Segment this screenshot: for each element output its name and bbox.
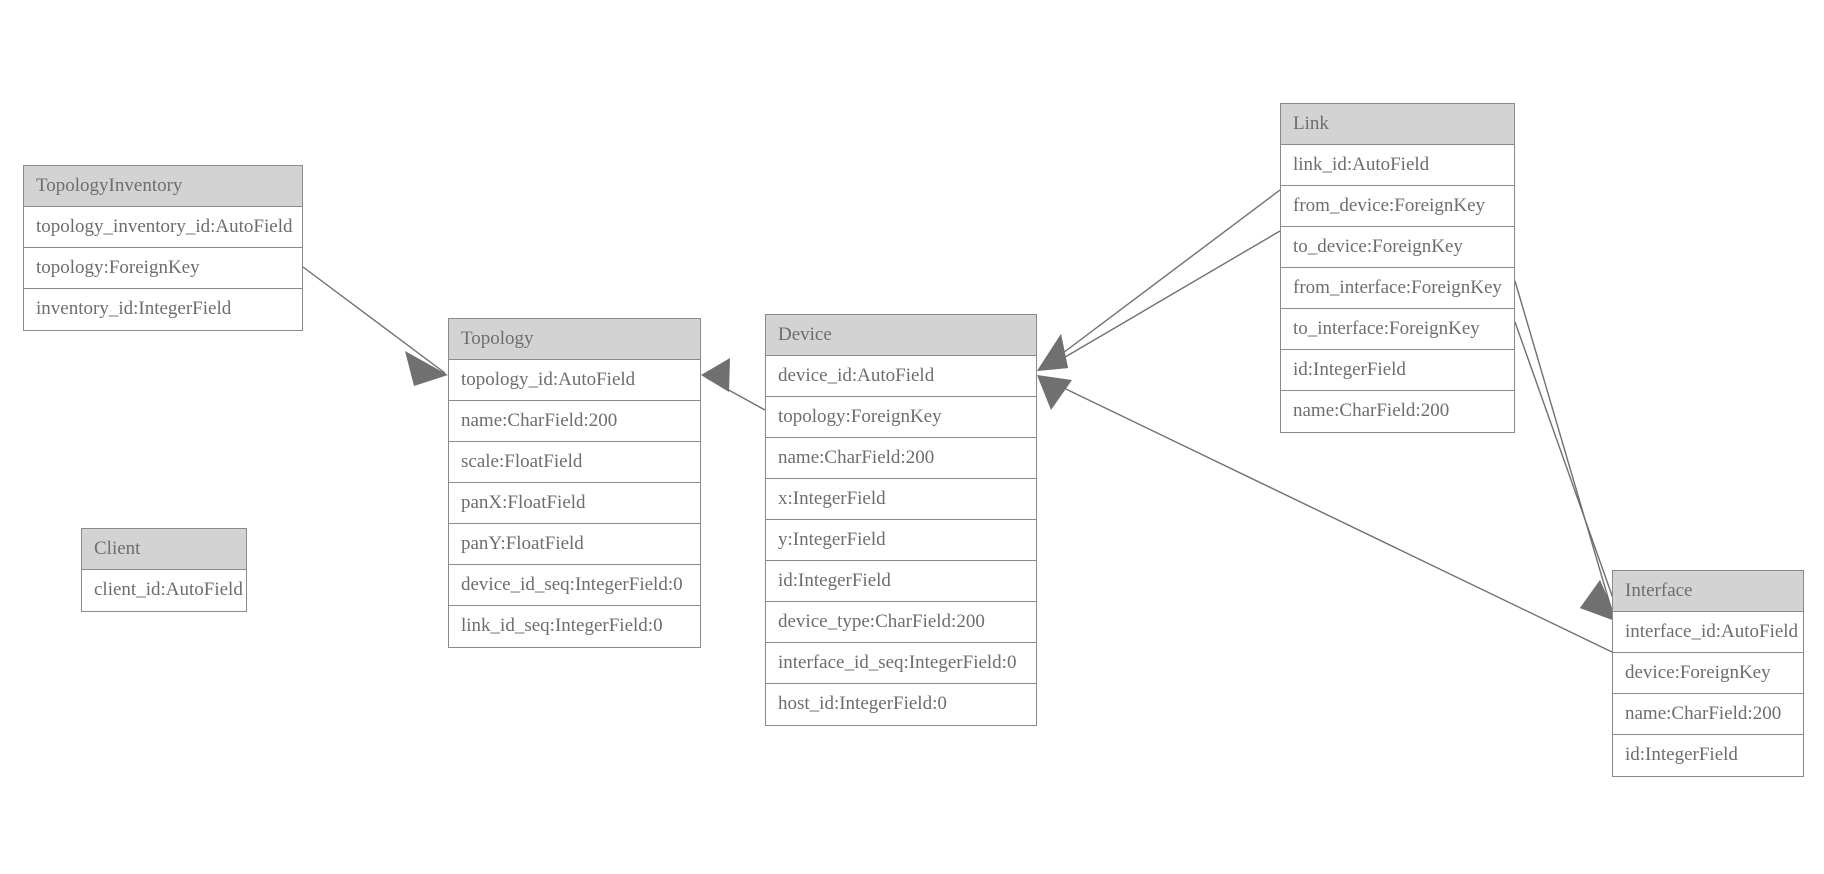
- entity-title-link: Link: [1281, 104, 1514, 145]
- relationship-edge: [1037, 189, 1281, 371]
- entity-field: name:CharField:200: [449, 401, 700, 442]
- arrowhead-icon: [405, 351, 448, 386]
- entity-field: topology:ForeignKey: [766, 397, 1036, 438]
- entity-field: x:IntegerField: [766, 479, 1036, 520]
- entity-title-topology: Topology: [449, 319, 700, 360]
- entity-field: from_device:ForeignKey: [1281, 186, 1514, 227]
- entity-field: id:IntegerField: [1281, 350, 1514, 391]
- entity-field-list: client_id:AutoField: [82, 570, 246, 611]
- entity-field: inventory_id:IntegerField: [36, 298, 232, 319]
- entity-field: panX:FloatField: [449, 483, 700, 524]
- relationship-edge: [1514, 280, 1618, 622]
- entity-field: id:IntegerField: [1625, 744, 1738, 765]
- entity-field: device_type:CharField:200: [766, 602, 1036, 643]
- entity-field: device_id:AutoField: [766, 356, 1036, 397]
- entity-field: topology:ForeignKey: [24, 248, 302, 289]
- entity-field: name:CharField:200: [1613, 694, 1803, 735]
- entity-field: topology_inventory_id:AutoField: [24, 207, 302, 248]
- relationship-edge: [701, 358, 766, 411]
- entity-field: name:CharField:200: [1293, 400, 1450, 421]
- entity-field: topology_id:AutoField: [449, 360, 700, 401]
- entity-field: to_interface:ForeignKey: [1281, 309, 1514, 350]
- entity-field: to_device:ForeignKey: [1281, 227, 1514, 268]
- relationship-edge: [1037, 230, 1281, 371]
- entity-field: scale:FloatField: [449, 442, 700, 483]
- entity-field: client_id:AutoField: [94, 579, 243, 600]
- arrowhead-icon: [1037, 334, 1068, 371]
- entity-field: host_id:IntegerField:0: [778, 693, 947, 714]
- entity-field: device_id_seq:IntegerField:0: [449, 565, 700, 606]
- entity-title-device: Device: [766, 315, 1036, 356]
- entity-field: name:CharField:200: [766, 438, 1036, 479]
- arrowhead-icon: [1037, 375, 1072, 410]
- entity-title-interface: Interface: [1613, 571, 1803, 612]
- relationship-edge: [1514, 321, 1621, 622]
- entity-box-client[interactable]: Client client_id:AutoField: [81, 528, 247, 612]
- entity-title-topologyinventory: TopologyInventory: [24, 166, 302, 207]
- entity-field: panY:FloatField: [449, 524, 700, 565]
- entity-field: device:ForeignKey: [1613, 653, 1803, 694]
- entity-field: interface_id_seq:IntegerField:0: [766, 643, 1036, 684]
- entity-field: interface_id:AutoField: [1613, 612, 1803, 653]
- relationship-edge: [302, 266, 448, 386]
- entity-field: y:IntegerField: [766, 520, 1036, 561]
- entity-field: id:IntegerField: [766, 561, 1036, 602]
- entity-title-client: Client: [82, 529, 246, 570]
- arrowhead-icon: [701, 358, 730, 392]
- entity-field: link_id:AutoField: [1281, 145, 1514, 186]
- entity-field: link_id_seq:IntegerField:0: [461, 615, 663, 636]
- arrowhead-icon: [1037, 334, 1068, 371]
- entity-field: from_interface:ForeignKey: [1281, 268, 1514, 309]
